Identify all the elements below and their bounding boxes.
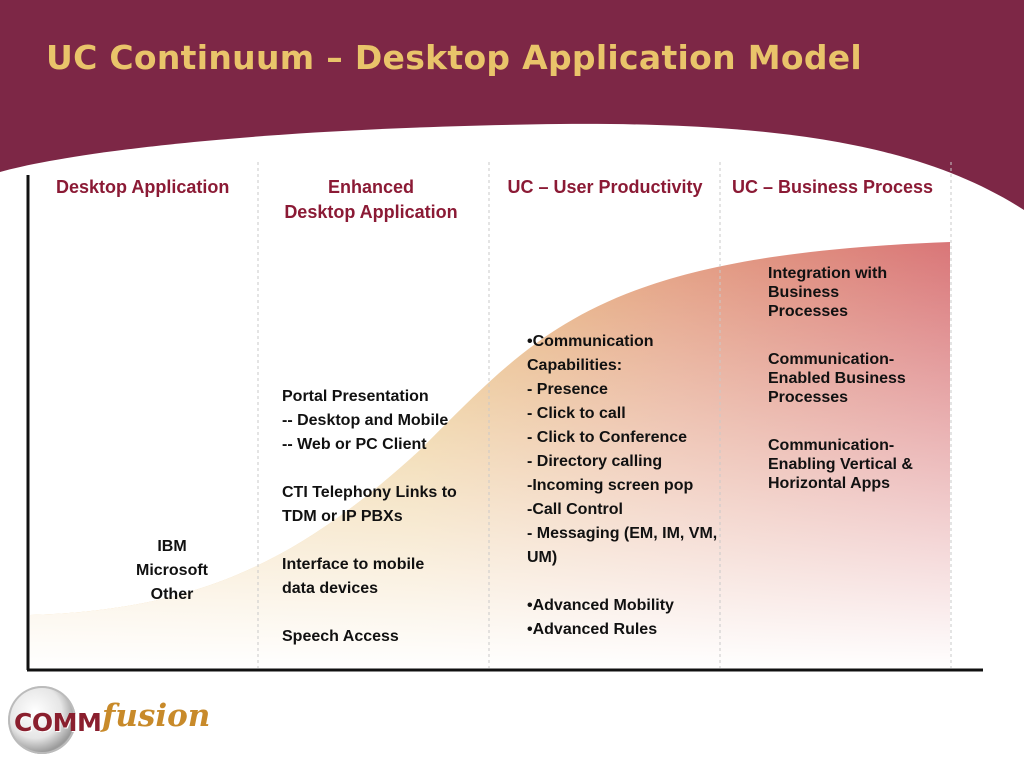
text-line: - Click to Conference [527,429,688,446]
column-dividers [257,162,952,668]
text-line: -- Web or PC Client [282,436,427,453]
spacer [282,529,457,553]
header-line: Enhanced [327,177,415,197]
logo-globe-icon [8,686,76,754]
column-header-uc-user-productivity: UC – User Productivity [505,175,705,200]
text-line: Enabled Business [768,370,906,387]
column-header-uc-business-process: UC – Business Process [730,175,935,200]
text-line: Horizontal Apps [768,475,891,492]
slide-title: UC Continuum – Desktop Application Model [46,38,863,77]
paragraph: Integration with Business Processes [768,264,913,321]
text-line: - Messaging (EM, IM, VM, [527,525,718,542]
text-line: Speech Access [282,628,399,645]
text-line: •Communication [527,333,654,350]
paragraph: Communication- Enabled Business Processe… [768,350,913,407]
logo-text-fusion: fusion [102,698,211,734]
paragraph: Communication- Enabling Vertical & Horiz… [768,436,913,493]
text-line: Enabling Vertical & [768,456,913,473]
header-line: UC – Business Process [731,177,934,197]
header-line: Desktop Application [284,202,458,222]
text-line: Business [768,284,840,301]
text-line: •Advanced Rules [527,621,658,638]
text-line: Integration with [768,265,888,282]
text-line: - Presence [527,381,608,398]
stage-user-productivity-text: •Communication Capabilities: - Presence … [527,330,717,642]
text-line: Portal Presentation [282,388,429,405]
text-line: Communication- [768,351,895,368]
logo-text-comm: COMM [14,708,102,737]
spacer [282,601,457,625]
spacer [282,457,457,481]
text-line: •Advanced Mobility [527,597,674,614]
commfusion-logo: COMM fusion [4,684,210,762]
text-line: UM) [527,549,558,566]
text-line: TDM or IP PBXs [282,508,403,525]
text-line: Communication- [768,437,895,454]
text-line: Processes [768,303,849,320]
text-line: -Call Control [527,501,623,518]
text-line: Other [150,586,194,603]
text-line: Capabilities: [527,357,623,374]
text-line: -Incoming screen pop [527,477,694,494]
stage-enhanced-desktop-text: Portal Presentation -- Desktop and Mobil… [282,385,457,649]
text-line: data devices [282,580,379,597]
text-line: CTI Telephony Links to [282,484,457,501]
text-line: Interface to mobile [282,556,425,573]
stage-business-process-text: Integration with Business Processes Comm… [768,264,913,522]
text-line: - Click to call [527,405,626,422]
axes [26,175,983,672]
header-line: UC – User Productivity [507,177,703,197]
text-line: IBM [157,538,187,555]
text-line: - Directory calling [527,453,663,470]
column-header-desktop-application: Desktop Application [56,175,230,200]
header-line: Desktop Application [56,177,230,197]
column-header-enhanced-desktop-application: Enhanced Desktop Application [276,175,466,225]
text-line: -- Desktop and Mobile [282,412,449,429]
stage-desktop-application-text: IBM Microsoft Other [112,535,232,607]
spacer [527,570,717,594]
text-line: Processes [768,389,849,406]
text-line: Microsoft [136,562,208,579]
